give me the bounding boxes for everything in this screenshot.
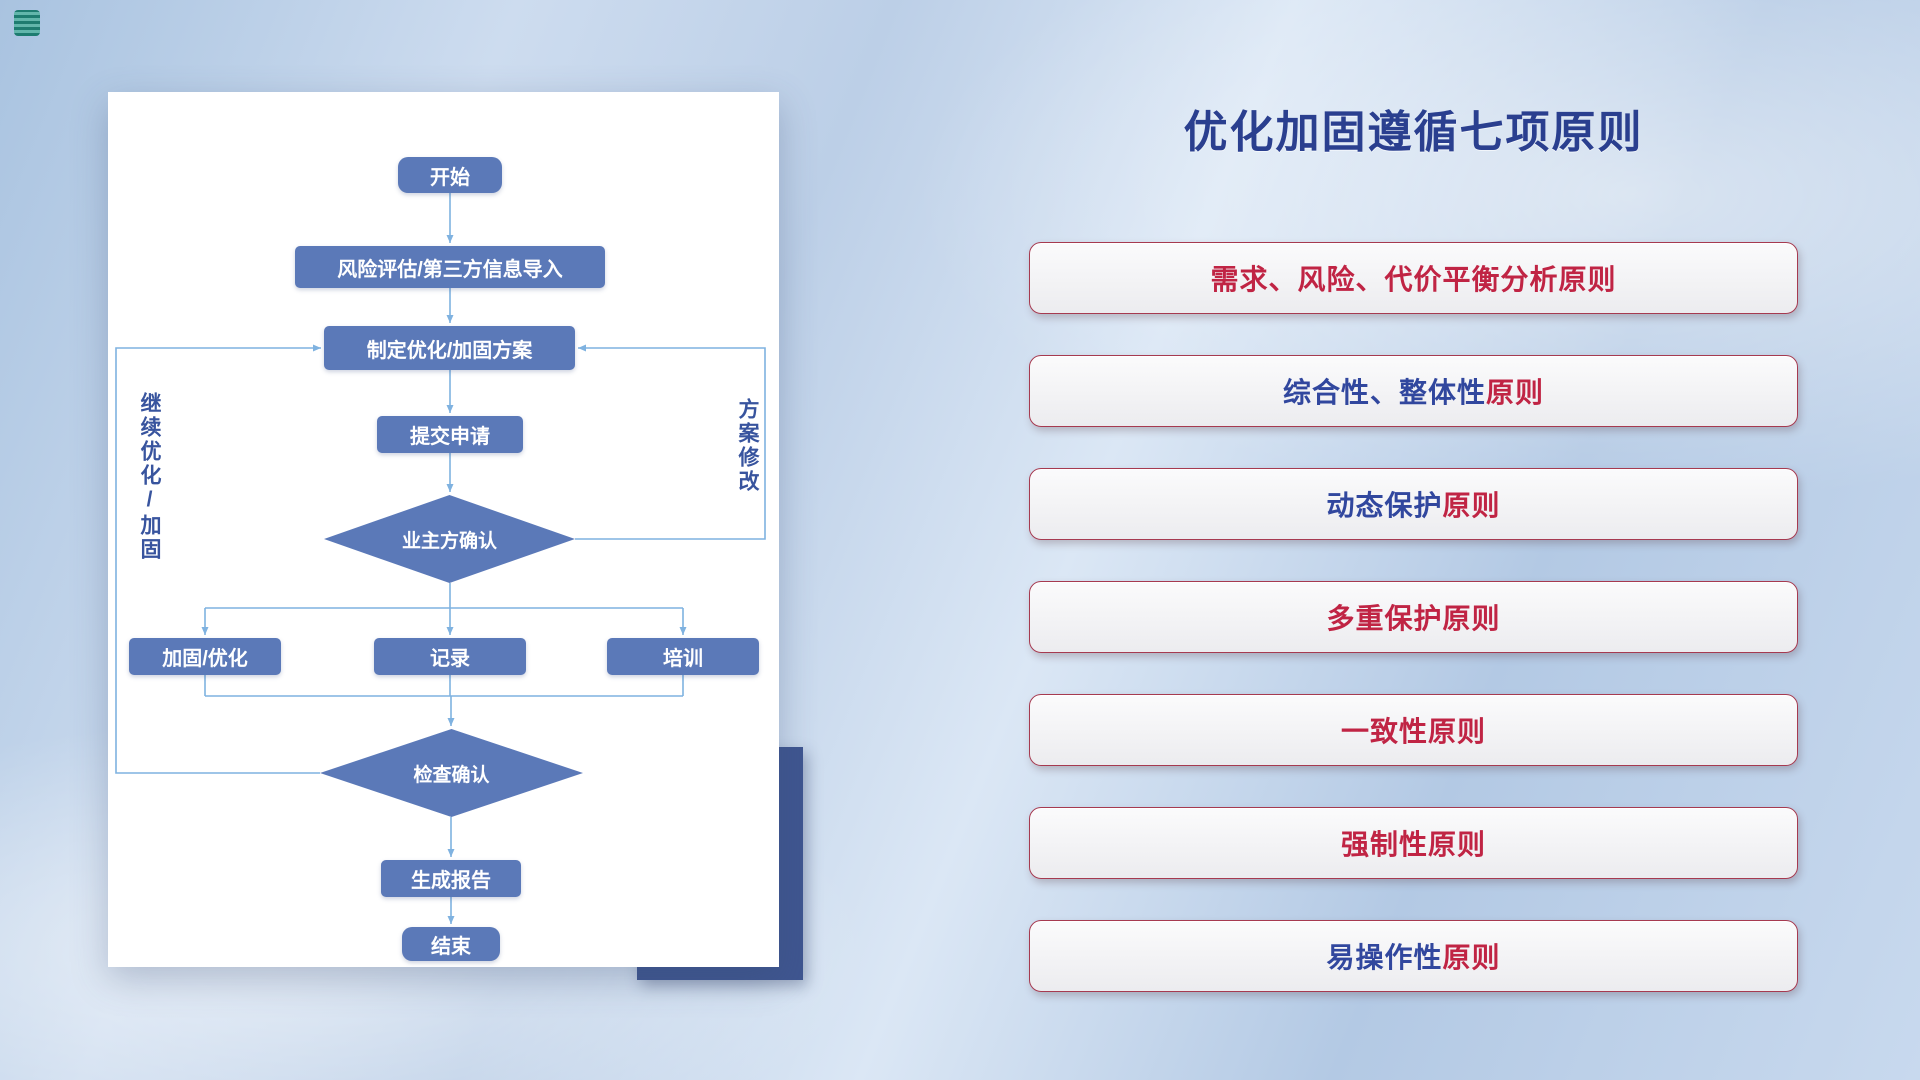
principle-list: 需求、风险、代价平衡分析原则 综合性、整体性原则 动态保护原则 多重保护原则 一… <box>1029 242 1798 992</box>
page-title: 优化加固遵循七项原则 <box>1183 108 1644 157</box>
node-record: 记录 <box>374 638 526 675</box>
principle-2-text-red: 原则 <box>1486 377 1545 408</box>
principle-2-text-blue: 综合性、整体性 <box>1282 377 1486 408</box>
principles-section: 优化加固遵循七项原则 需求、风险、代价平衡分析原则 综合性、整体性原则 动态保护… <box>1029 0 1798 1080</box>
node-generate-report: 生成报告 <box>381 860 521 897</box>
principle-6-text-red: 强制性原则 <box>1340 829 1486 860</box>
node-start: 开始 <box>398 157 502 193</box>
principle-7-text-blue: 易操作性 <box>1326 942 1443 973</box>
principle-box-2: 综合性、整体性原则 <box>1029 355 1798 427</box>
principle-4-text-red: 多重保护原则 <box>1326 603 1501 634</box>
principle-box-3: 动态保护原则 <box>1029 468 1798 540</box>
corner-logo <box>14 10 40 36</box>
principle-box-6: 强制性原则 <box>1029 807 1798 879</box>
node-make-plan: 制定优化/加固方案 <box>324 326 575 370</box>
node-training: 培训 <box>607 638 759 675</box>
node-risk-assessment: 风险评估/第三方信息导入 <box>295 246 605 288</box>
label-plan-revision-loop: 方案修改 <box>736 397 759 494</box>
principle-1-text-red: 需求、风险、代价平衡分析原则 <box>1210 264 1617 295</box>
principle-3-text-red: 原则 <box>1442 490 1501 521</box>
principle-3-text-blue: 动态保护 <box>1326 490 1443 521</box>
principle-box-7: 易操作性原则 <box>1029 920 1798 992</box>
principle-5-text-red: 一致性原则 <box>1340 716 1486 747</box>
principle-box-4: 多重保护原则 <box>1029 581 1798 653</box>
node-reinforce-optimize: 加固/优化 <box>129 638 281 675</box>
principle-box-1: 需求、风险、代价平衡分析原则 <box>1029 242 1798 314</box>
flowchart-panel: 开始 风险评估/第三方信息导入 制定优化/加固方案 提交申请 业主方确认 加固/… <box>108 92 779 967</box>
node-end: 结束 <box>402 927 500 961</box>
label-continue-optimize-loop: 继续优化/加固 <box>138 392 161 562</box>
principle-7-text-red: 原则 <box>1442 942 1501 973</box>
principle-box-5: 一致性原则 <box>1029 694 1798 766</box>
node-submit-application: 提交申请 <box>377 416 523 453</box>
flowchart-connectors <box>115 193 766 924</box>
